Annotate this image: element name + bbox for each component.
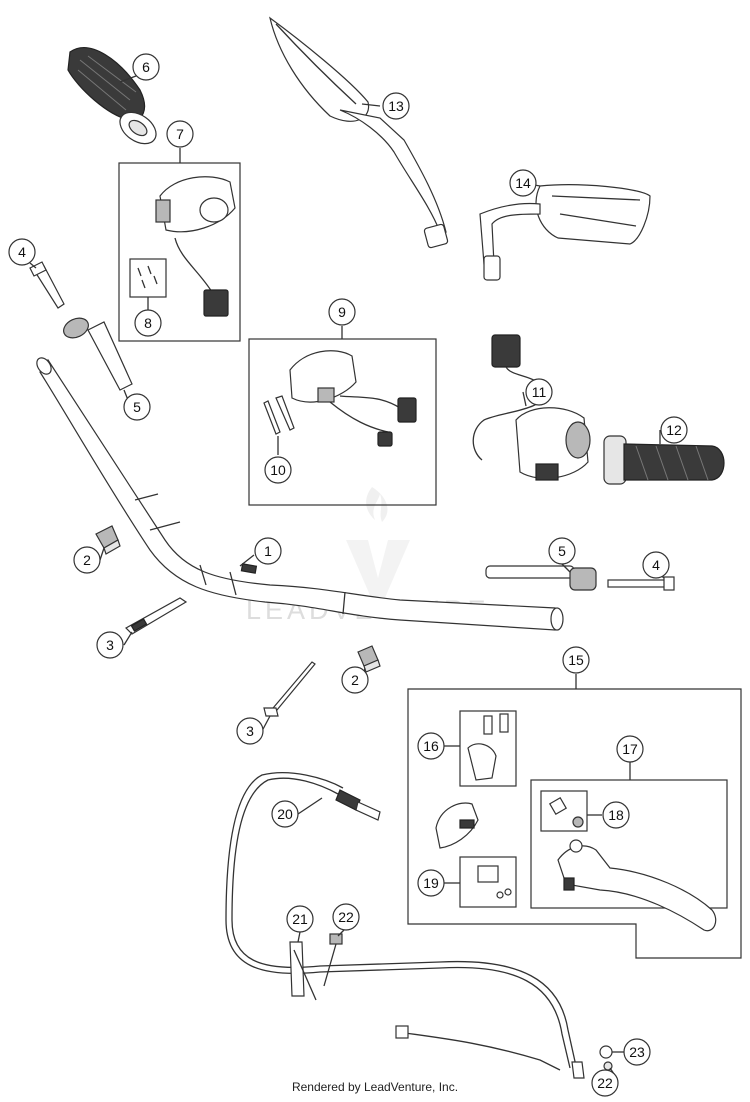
callout-23: 23 [623,1038,651,1066]
svg-text:5: 5 [133,399,141,415]
svg-text:21: 21 [292,911,308,927]
callout-2a: 2 [73,546,101,574]
svg-text:1: 1 [264,543,272,559]
callout-7: 7 [166,120,194,148]
callout-3a: 3 [96,631,124,659]
svg-text:16: 16 [423,738,439,754]
svg-text:10: 10 [270,462,286,478]
clamp-screws-16 [467,713,509,781]
callout-4b: 4 [642,551,670,579]
screw-pair-10 [263,395,295,435]
callout-22a: 22 [332,903,360,931]
callout-17: 17 [616,735,644,763]
callout-5b: 5 [548,537,576,565]
left-handlebar-switch [155,176,236,317]
throttle-switch [472,334,591,481]
svg-text:18: 18 [608,807,624,823]
callout-2b: 2 [341,666,369,694]
grip-left [67,47,157,145]
callout-13: 13 [382,92,410,120]
throttle-cable [225,772,585,1079]
mirror-right [479,184,651,281]
svg-text:15: 15 [568,652,584,668]
callout-5a: 5 [123,393,151,421]
cable-tie-lower [263,661,316,717]
box-19 [459,856,517,908]
right-handlebar-switch [289,350,417,447]
cable-clamp-upper [95,525,121,555]
box-clutch-assembly [407,688,742,959]
svg-text:2: 2 [83,552,91,568]
bolt-left [29,261,65,309]
box-17 [530,779,728,909]
bolt-right [607,576,675,591]
svg-text:9: 9 [338,304,346,320]
svg-text:4: 4 [18,244,26,260]
bracket-19 [477,865,512,899]
callout-9: 9 [328,298,356,326]
svg-text:20: 20 [277,806,293,822]
svg-text:12: 12 [666,422,682,438]
callout-18: 18 [602,801,630,829]
screw-upper [323,933,343,987]
callout-16: 16 [417,732,445,760]
callout-10: 10 [264,456,292,484]
svg-text:13: 13 [388,98,404,114]
screw-washer-lower [599,1045,613,1071]
svg-text:11: 11 [532,384,547,400]
svg-text:22: 22 [597,1075,613,1091]
handlebar [36,357,564,631]
callout-20: 20 [271,800,299,828]
callout-22b: 22 [591,1069,619,1097]
callout-11: 11 [525,378,553,406]
callout-12: 12 [660,416,688,444]
svg-text:3: 3 [246,723,254,739]
svg-text:22: 22 [338,909,354,925]
svg-text:3: 3 [106,637,114,653]
svg-text:8: 8 [144,315,152,331]
cable-guide [289,941,317,1001]
callout-15: 15 [562,646,590,674]
svg-text:5: 5 [558,543,566,559]
cable-tie-upper [125,597,188,635]
svg-text:7: 7 [176,126,184,142]
clutch-lever [557,839,717,932]
grip-right [603,435,725,485]
adjuster-18 [548,796,584,828]
svg-text:2: 2 [351,672,359,688]
callout-3b: 3 [236,717,264,745]
mirror-left [269,16,449,249]
screw-set-8 [129,258,167,298]
callout-4a: 4 [8,238,36,266]
callout-14: 14 [509,169,537,197]
svg-text:6: 6 [142,59,150,75]
callout-1: 1 [254,537,282,565]
footer-credit: Rendered by LeadVenture, Inc. [291,1080,459,1094]
box-16 [459,710,517,787]
svg-text:14: 14 [515,175,531,191]
callout-8: 8 [134,309,162,337]
svg-text:4: 4 [652,557,660,573]
leadventure-watermark-logo [346,487,410,600]
bar-end-weight-right [485,565,597,591]
callout-19: 19 [417,869,445,897]
svg-text:17: 17 [622,741,638,757]
cable-clamp-lower [357,645,381,673]
callout-6: 6 [132,53,160,81]
box-18 [540,790,588,832]
bar-end-weight-left [63,317,133,391]
clutch-master-clamp [435,802,479,849]
svg-text:23: 23 [629,1044,645,1060]
svg-text:19: 19 [423,875,439,891]
callout-21: 21 [286,905,314,933]
